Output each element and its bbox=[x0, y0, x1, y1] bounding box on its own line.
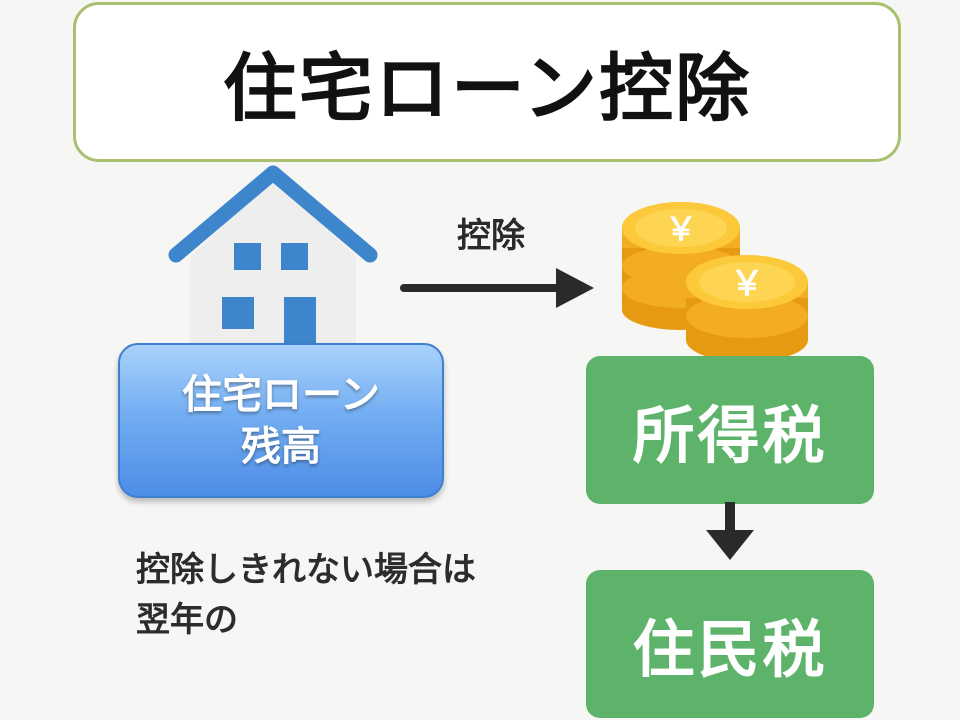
loan-balance-label: 住宅ローン bbox=[182, 371, 380, 418]
income-tax-box: 所得税 bbox=[586, 356, 874, 504]
house-roof bbox=[168, 165, 378, 263]
carryover-note: 控除しきれない場合は 翌年の bbox=[136, 545, 576, 645]
coin-symbol: ￥ bbox=[665, 210, 697, 248]
title-box: 住宅ローン控除 bbox=[73, 2, 901, 162]
carryover-note-line1: 控除しきれない場合は bbox=[136, 550, 476, 590]
arrow-down-icon bbox=[706, 502, 754, 560]
house-window bbox=[281, 243, 308, 270]
house-wall bbox=[190, 177, 356, 350]
house-door bbox=[284, 297, 316, 345]
house-window bbox=[234, 243, 261, 270]
resident-tax-label: 住民税 bbox=[632, 613, 828, 686]
coin-stack-front: ￥ bbox=[686, 255, 808, 362]
page-title: 住宅ローン控除 bbox=[222, 45, 752, 132]
carryover-note-line2: 翌年の bbox=[136, 600, 238, 640]
loan-balance-sublabel: 残高 bbox=[241, 423, 321, 470]
arrow-right-icon bbox=[400, 268, 594, 308]
house-icon bbox=[168, 165, 378, 350]
yen-coins-icon: ￥ ￥ bbox=[622, 202, 808, 362]
resident-tax-box: 住民税 bbox=[586, 570, 874, 718]
house-window bbox=[222, 297, 254, 329]
coin-symbol: ￥ bbox=[730, 264, 764, 304]
loan-balance-box: 住宅ローン 残高 bbox=[118, 343, 444, 498]
income-tax-label: 所得税 bbox=[632, 399, 828, 472]
deduction-arrow-label: 控除 bbox=[457, 216, 525, 256]
